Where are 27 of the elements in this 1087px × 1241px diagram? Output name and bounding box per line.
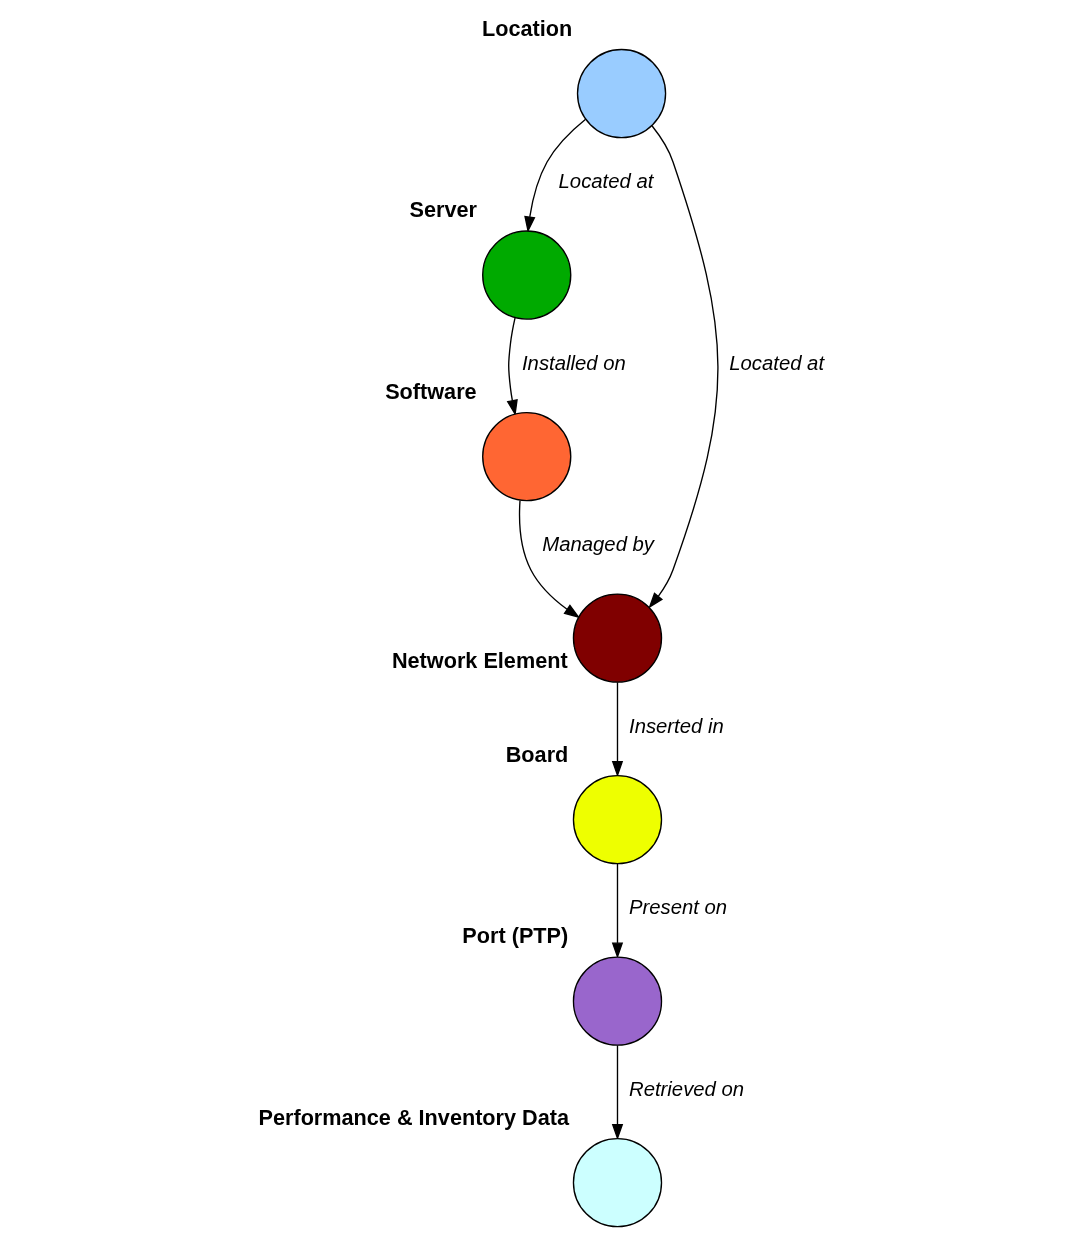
arrow xyxy=(518,499,580,619)
edge-label: Installed on xyxy=(521,351,626,374)
node-label: Location xyxy=(481,15,572,41)
arrow xyxy=(506,316,518,417)
node-label: Port (PTP) xyxy=(461,923,568,949)
node-label: Board xyxy=(505,741,568,767)
edge-label: Present on xyxy=(628,896,727,919)
node-label: Network Element xyxy=(391,648,568,674)
arrow xyxy=(611,1044,623,1141)
node-circle xyxy=(572,774,662,865)
node-circle xyxy=(572,956,662,1046)
edge-label: Located at xyxy=(558,170,653,193)
node-label: Performance & Inventory Data xyxy=(258,1104,569,1130)
arrow xyxy=(611,681,623,778)
node-circle xyxy=(576,48,666,139)
edge-label: Retrieved on xyxy=(628,1077,744,1100)
node-label: Software xyxy=(384,378,477,404)
node-circle xyxy=(572,1137,662,1228)
edge-label: Located at xyxy=(728,351,824,374)
arrow xyxy=(523,118,586,233)
arrow xyxy=(647,125,719,609)
arrow xyxy=(611,863,623,959)
edge-label: Managed by xyxy=(541,533,654,556)
node-circle xyxy=(481,411,571,502)
node-circle xyxy=(481,230,571,320)
node-label: Server xyxy=(409,197,477,223)
edge-label: Inserted in xyxy=(628,714,724,737)
